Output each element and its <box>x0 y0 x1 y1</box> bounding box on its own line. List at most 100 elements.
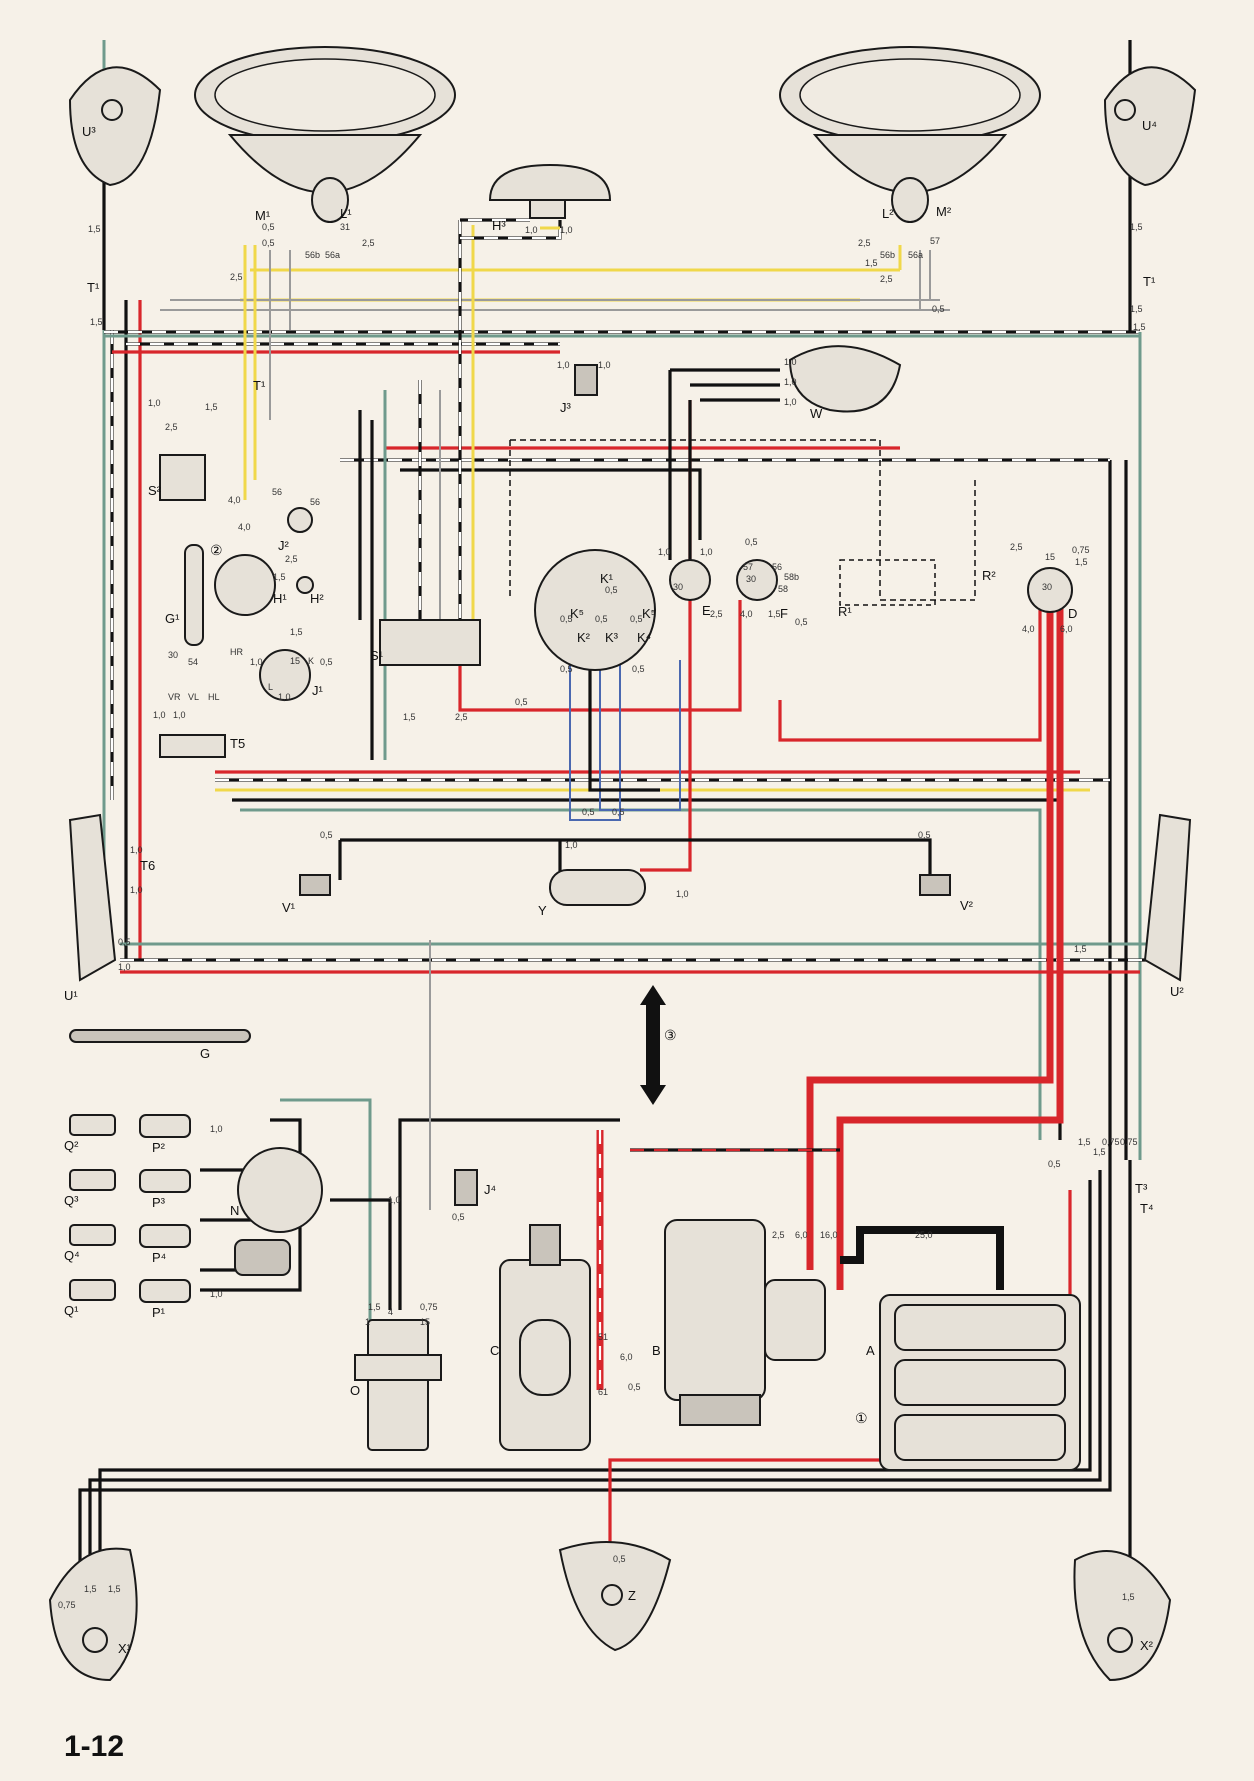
distributor <box>234 1147 323 1276</box>
gauge-label: 1,5 <box>1074 944 1087 954</box>
gauge-label: 2,5 <box>230 272 243 282</box>
brake-light-switch <box>69 1029 251 1043</box>
gauge-label: 2,5 <box>710 609 723 619</box>
door-switch-left <box>299 874 331 896</box>
gauge-label: 1,0 <box>130 845 143 855</box>
label-O: O <box>350 1383 360 1398</box>
label-K1: K¹ <box>600 571 614 586</box>
gauge-label: 0,5 <box>745 537 758 547</box>
tail-light-right <box>1073 1550 1172 1682</box>
gauge-label: 1,0 <box>658 547 671 557</box>
gauge-label: 0,75 <box>420 1302 438 1312</box>
generator <box>499 1224 591 1451</box>
label-Q3: Q³ <box>64 1193 79 1208</box>
parking-lamp-left <box>68 66 162 187</box>
label-T1b: T¹ <box>1143 274 1156 289</box>
horn <box>488 163 612 219</box>
gauge-label: 1,0 <box>557 360 570 370</box>
terminal-56a-right: 56a <box>908 250 923 260</box>
interior-light <box>549 869 646 906</box>
gauge-label: 1,5 <box>768 609 781 619</box>
gauge-label: 1,0 <box>210 1289 223 1299</box>
turn-signal-right <box>1143 813 1192 982</box>
gauge-label: 1,0 <box>676 889 689 899</box>
gauge-label: 0,5 <box>628 1382 641 1392</box>
label-K5b: K⁵ <box>642 606 656 621</box>
label-R1: R¹ <box>838 604 852 619</box>
license-plate-light <box>558 1541 672 1652</box>
terminal-54: 54 <box>188 657 198 667</box>
label-A: A <box>866 1343 875 1358</box>
turn-signal-left <box>68 813 117 982</box>
gauge-label: 0,5 <box>613 1554 626 1564</box>
gauge-label: 1,0 <box>560 225 573 235</box>
terminal-VR: VR <box>168 692 181 702</box>
label-Q2: Q² <box>64 1138 79 1153</box>
gauge-label: 0,5 <box>582 807 595 817</box>
tail-light-left <box>48 1547 138 1682</box>
label-U4: U⁴ <box>1142 118 1157 133</box>
marker-3: ③ <box>664 1027 677 1043</box>
terminal-56-dimmer: 56 <box>310 497 320 507</box>
label-J1: J¹ <box>312 683 324 698</box>
gauge-label: 4,0 <box>1022 624 1035 634</box>
label-L2: L² <box>882 206 894 221</box>
gauge-label: 1,0 <box>153 710 166 720</box>
label-S2: S² <box>148 483 162 498</box>
gauge-label: 1,0 <box>210 1124 223 1134</box>
gauge-label: 0,75 <box>1072 545 1090 555</box>
label-J3: J³ <box>560 400 572 415</box>
label-U1: U¹ <box>64 988 78 1003</box>
marker-1: ① <box>855 1410 868 1426</box>
label-X2: X² <box>1140 1638 1154 1653</box>
gauge-label: 6,0 <box>795 1230 808 1240</box>
label-T1a: T¹ <box>87 280 100 295</box>
gauge-label: 0,5 <box>320 830 333 840</box>
wire-gauges: 1,5 1,5 1,5 1,5 0,5 0,5 2,5 2,5 1,0 1,0 … <box>58 222 1146 1610</box>
label-T6: T6 <box>140 858 155 873</box>
terminal-61: 61 <box>598 1387 608 1397</box>
temp-switch <box>454 1169 478 1206</box>
wiper-motor <box>788 345 902 413</box>
label-K4: K⁴ <box>637 630 651 645</box>
component-labels: U³ U⁴ T¹ T¹ M¹ L¹ L² M² H³ T¹ J³ W S² J²… <box>64 118 1184 1656</box>
gauge-label: 1,0 <box>700 547 713 557</box>
terminal-1-coil: 1 <box>365 1317 370 1327</box>
terminal-57-f: 57 <box>743 562 753 572</box>
terminal-HR: HR <box>230 647 243 657</box>
gauge-label: 2,5 <box>165 422 178 432</box>
gauge-label: 0,5 <box>1048 1159 1061 1169</box>
terminal-56b-right: 56b <box>880 250 895 260</box>
ignition-switch <box>669 559 711 601</box>
gauge-label: 0,5 <box>262 238 275 248</box>
gauge-label: 6,0 <box>620 1352 633 1362</box>
terminal-56b: 56b <box>305 250 320 260</box>
flasher-relay <box>259 649 311 701</box>
label-L1: L¹ <box>340 206 352 221</box>
headlight-left <box>194 46 456 223</box>
gauge-label: 6,0 <box>1060 624 1073 634</box>
gauge-label: 0,5 <box>612 807 625 817</box>
gauge-label: 2,5 <box>362 238 375 248</box>
starter-motor <box>664 1219 826 1426</box>
gauge-label: 1,0 <box>565 840 578 850</box>
battery <box>879 1294 1081 1471</box>
gauge-label: 1,5 <box>84 1584 97 1594</box>
gauge-label: 1,0 <box>598 360 611 370</box>
label-H2: H² <box>310 591 324 606</box>
label-Y: Y <box>538 903 547 918</box>
ignition-coil <box>354 1319 442 1451</box>
gauge-label: 0,5 <box>560 614 573 624</box>
gauge-label: 2,5 <box>455 712 468 722</box>
label-P3: P³ <box>152 1195 166 1210</box>
gauge-label: 1,5 <box>1133 322 1146 332</box>
gauge-label: 2,5 <box>285 554 298 564</box>
terminal-56-f: 56 <box>772 562 782 572</box>
fuse-box <box>379 619 481 666</box>
terminal-VL: VL <box>188 692 199 702</box>
gauge-label: 0,5 <box>118 937 131 947</box>
terminal-58: 58 <box>778 584 788 594</box>
gauge-label: 1,5 <box>108 1584 121 1594</box>
oil-pressure-switch <box>574 364 598 396</box>
